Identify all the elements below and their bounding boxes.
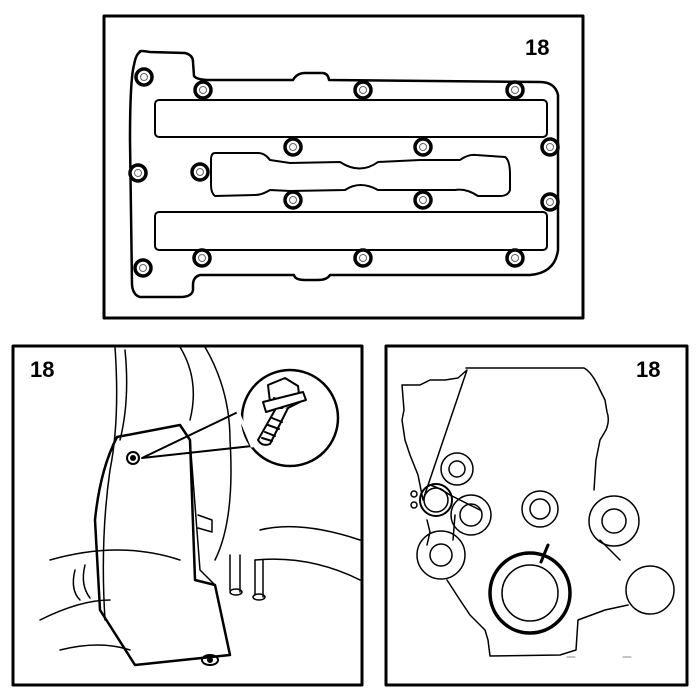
crankshaft-pulley [488, 551, 572, 635]
bolt-hole [353, 80, 373, 100]
bolt-hole [505, 248, 525, 268]
bolt-hole [283, 137, 303, 157]
panel-frame [102, 14, 585, 320]
bolt-hole [353, 248, 373, 268]
shield-bolt [126, 451, 219, 666]
pulleys [410, 452, 675, 635]
gasket-slot-lower [154, 211, 548, 251]
bolt-hole [128, 163, 148, 183]
panel-label: 18 [525, 35, 549, 60]
shield-edge [189, 439, 216, 586]
bolt-hole [190, 162, 210, 182]
engine-block-outline [401, 367, 629, 657]
gasket-slot-upper [154, 99, 548, 138]
bolt-hole [193, 80, 213, 100]
bolt-hole [283, 190, 303, 210]
bolt-hole [505, 80, 525, 100]
bolt-hole [192, 248, 212, 268]
panel-engine-front: 18 [384, 344, 689, 687]
bolt-hole [133, 258, 153, 278]
gasket-slot-middle [210, 152, 511, 197]
panel-frame [11, 344, 364, 687]
panel-label: 18 [30, 357, 54, 382]
gasket-outline [128, 49, 560, 299]
wheelhouse-lines [39, 346, 361, 651]
bolt-icon [257, 377, 307, 446]
panel-gasket: 18 [102, 14, 585, 320]
splash-shield [93, 423, 232, 667]
bolt-hole [540, 192, 560, 212]
bolt-hole [540, 137, 560, 157]
bolt-hole [134, 67, 154, 87]
panel-bolt-detail: 18 [11, 344, 364, 687]
bolt-hole [413, 190, 433, 210]
bolt-hole [413, 137, 433, 157]
gasket-bolts [128, 67, 560, 278]
panel-label: 18 [636, 357, 660, 382]
timing-mark [539, 543, 550, 564]
panel-frame [384, 344, 689, 687]
bolt-callout [141, 368, 340, 468]
